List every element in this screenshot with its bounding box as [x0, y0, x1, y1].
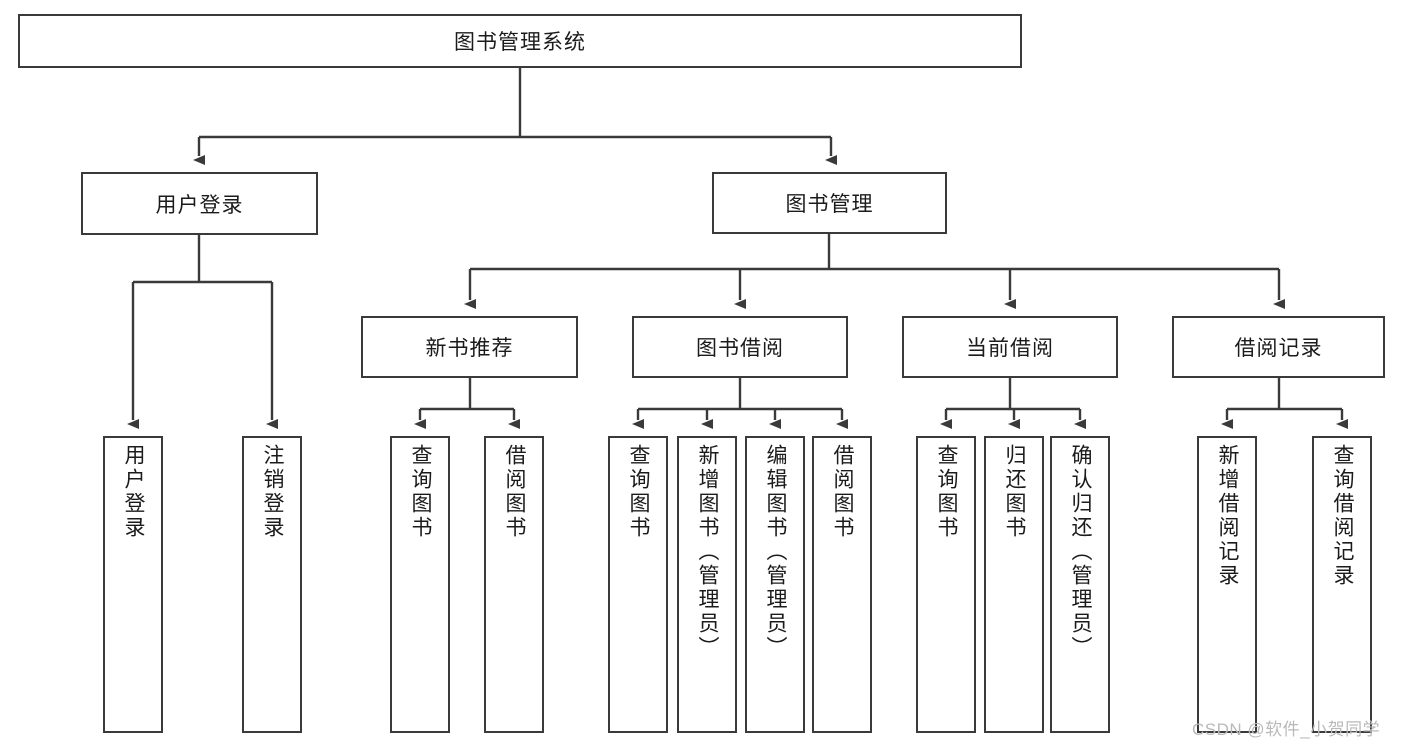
node-book-manage[interactable]: 图书管理 — [712, 172, 947, 234]
node-leaf-user-logout-label: 注销登录 — [261, 444, 285, 540]
node-borrow-record-label: 借阅记录 — [1234, 337, 1323, 360]
node-leaf-borrow-book[interactable]: 借阅图书 — [812, 436, 872, 733]
node-current-borrow[interactable]: 当前借阅 — [902, 316, 1118, 378]
node-leaf-return-book-label: 归还图书 — [1003, 444, 1027, 540]
node-leaf-query-book-borrow[interactable]: 查询图书 — [608, 436, 668, 733]
node-leaf-user-logout[interactable]: 注销登录 — [242, 436, 302, 733]
node-book-borrow[interactable]: 图书借阅 — [632, 316, 848, 378]
node-book-manage-label: 图书管理 — [785, 193, 874, 216]
node-leaf-user-login-label: 用户登录 — [122, 444, 146, 540]
node-leaf-edit-book[interactable]: 编辑图书（管理员） — [745, 436, 805, 733]
node-leaf-query-book-rec[interactable]: 查询图书 — [390, 436, 450, 733]
node-leaf-query-record[interactable]: 查询借阅记录 — [1312, 436, 1372, 733]
node-leaf-query-book-cur[interactable]: 查询图书 — [916, 436, 976, 733]
node-leaf-add-book[interactable]: 新增图书（管理员） — [677, 436, 737, 733]
node-leaf-user-login[interactable]: 用户登录 — [103, 436, 163, 733]
node-root[interactable]: 图书管理系统 — [18, 14, 1022, 68]
node-new-book-recommend[interactable]: 新书推荐 — [361, 316, 578, 378]
node-leaf-query-book-cur-label: 查询图书 — [935, 444, 959, 540]
node-root-label: 图书管理系统 — [454, 31, 586, 54]
node-leaf-return-book[interactable]: 归还图书 — [984, 436, 1044, 733]
csdn-watermark: CSDN @软件_小贺同学 — [1192, 720, 1381, 739]
node-leaf-add-record-label: 新增借阅记录 — [1216, 444, 1240, 588]
node-leaf-confirm-return-label: 确认归还（管理员） — [1069, 444, 1093, 660]
node-leaf-query-book-rec-label: 查询图书 — [409, 444, 433, 540]
node-leaf-query-book-borrow-label: 查询图书 — [627, 444, 651, 540]
node-leaf-confirm-return[interactable]: 确认归还（管理员） — [1050, 436, 1110, 733]
node-leaf-edit-book-label: 编辑图书（管理员） — [764, 444, 788, 660]
node-leaf-borrow-book-rec-label: 借阅图书 — [503, 444, 527, 540]
node-leaf-query-record-label: 查询借阅记录 — [1331, 444, 1355, 588]
node-leaf-borrow-book-label: 借阅图书 — [831, 444, 855, 540]
node-current-borrow-label: 当前借阅 — [966, 337, 1054, 360]
node-leaf-add-record[interactable]: 新增借阅记录 — [1197, 436, 1257, 733]
node-user-login-label: 用户登录 — [155, 193, 244, 217]
node-new-book-recommend-label: 新书推荐 — [425, 337, 514, 360]
node-leaf-add-book-label: 新增图书（管理员） — [696, 444, 720, 660]
node-leaf-borrow-book-rec[interactable]: 借阅图书 — [484, 436, 544, 733]
node-borrow-record[interactable]: 借阅记录 — [1172, 316, 1385, 378]
node-book-borrow-label: 图书借阅 — [696, 337, 784, 360]
node-user-login[interactable]: 用户登录 — [81, 172, 318, 235]
